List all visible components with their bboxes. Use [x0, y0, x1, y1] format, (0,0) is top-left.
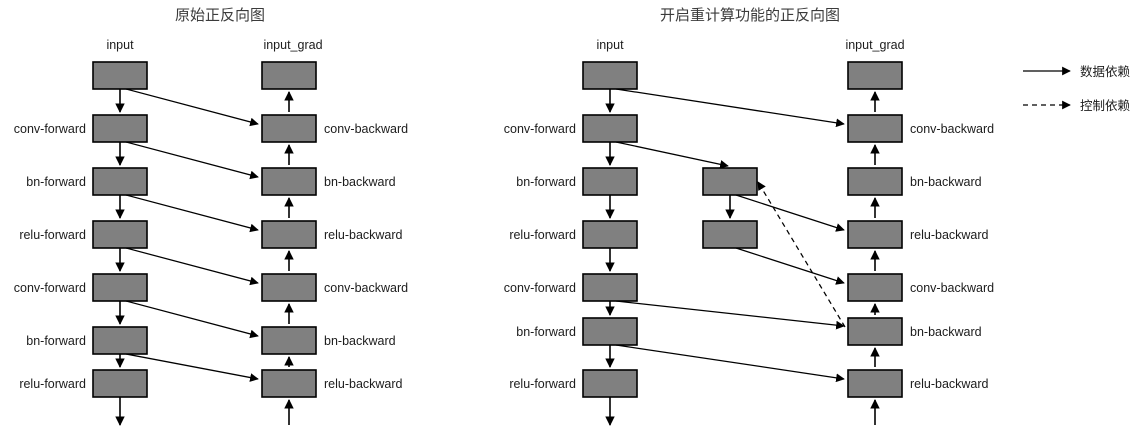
node-box[interactable]	[261, 326, 317, 355]
node-label-relu-forward: relu-forward	[509, 228, 576, 242]
node-label-relu-backward: relu-backward	[910, 228, 989, 242]
node-box[interactable]	[261, 167, 317, 196]
node-label-bn-backward: bn-backward	[324, 334, 396, 348]
node-box[interactable]	[582, 220, 638, 249]
backward-labels-original: conv-backward bn-backward relu-backward …	[324, 122, 408, 391]
node-box[interactable]	[261, 220, 317, 249]
column-header-input-recompute: input	[596, 38, 624, 52]
diagram-original: 原始正反向图 input input_grad	[14, 7, 408, 426]
recompute-nodes	[702, 167, 758, 249]
node-label-conv-backward: conv-backward	[324, 281, 408, 295]
node-label-bn-forward: bn-forward	[516, 325, 576, 339]
edge-data-dependency	[125, 88, 259, 127]
node-box[interactable]	[92, 369, 148, 398]
edge-data-dependency	[125, 194, 259, 233]
backward-nodes-recompute	[847, 61, 903, 398]
edge-data-dependency	[615, 141, 729, 169]
legend-item-control-dependency: 控制依赖	[1023, 98, 1131, 113]
node-label-conv-forward: conv-forward	[504, 281, 576, 295]
edge-control-dependency	[757, 181, 846, 328]
node-box[interactable]	[261, 61, 317, 90]
node-box[interactable]	[92, 220, 148, 249]
edge-data-dependency	[615, 344, 845, 383]
node-box[interactable]	[847, 61, 903, 90]
legend-label-data-dependency: 数据依赖	[1080, 64, 1131, 79]
node-label-bn-forward: bn-forward	[26, 334, 86, 348]
node-box[interactable]	[261, 114, 317, 143]
node-label-bn-forward: bn-forward	[26, 175, 86, 189]
legend: 数据依赖 控制依赖	[1023, 64, 1131, 113]
diagram-title-original: 原始正反向图	[175, 7, 265, 24]
column-header-input-original: input	[106, 38, 134, 52]
node-box[interactable]	[847, 317, 903, 346]
node-box-recompute[interactable]	[702, 167, 758, 196]
node-box[interactable]	[582, 114, 638, 143]
edge-data-dependency	[735, 247, 845, 285]
node-box[interactable]	[582, 317, 638, 346]
node-label-bn-backward: bn-backward	[910, 175, 982, 189]
node-box-recompute[interactable]	[702, 220, 758, 249]
node-label-bn-backward: bn-backward	[324, 175, 396, 189]
node-box[interactable]	[92, 273, 148, 302]
cross-edges-original	[125, 88, 259, 382]
node-box[interactable]	[847, 273, 903, 302]
diagram-title-recompute: 开启重计算功能的正反向图	[660, 6, 840, 24]
node-box[interactable]	[847, 220, 903, 249]
node-label-relu-forward: relu-forward	[19, 377, 86, 391]
edge-data-dependency	[615, 300, 845, 330]
node-box[interactable]	[582, 273, 638, 302]
node-label-relu-backward: relu-backward	[324, 228, 403, 242]
node-box[interactable]	[261, 369, 317, 398]
node-box[interactable]	[582, 369, 638, 398]
column-header-input-grad-original: input_grad	[263, 38, 322, 52]
node-label-bn-forward: bn-forward	[516, 175, 576, 189]
forward-nodes-original	[92, 61, 148, 398]
backward-nodes-original	[261, 61, 317, 398]
node-box[interactable]	[582, 61, 638, 90]
legend-item-data-dependency: 数据依赖	[1023, 64, 1131, 79]
node-box[interactable]	[92, 326, 148, 355]
edge-data-dependency	[125, 300, 259, 339]
node-label-relu-backward: relu-backward	[910, 377, 989, 391]
node-label-bn-backward: bn-backward	[910, 325, 982, 339]
node-box[interactable]	[847, 167, 903, 196]
node-box[interactable]	[582, 167, 638, 196]
node-box[interactable]	[261, 273, 317, 302]
node-label-relu-forward: relu-forward	[19, 228, 86, 242]
column-header-input-grad-recompute: input_grad	[845, 38, 904, 52]
node-box[interactable]	[847, 114, 903, 143]
node-label-relu-forward: relu-forward	[509, 377, 576, 391]
edge-data-dependency	[125, 141, 259, 180]
forward-labels-recompute: conv-forward bn-forward relu-forward con…	[504, 122, 576, 391]
node-box[interactable]	[847, 369, 903, 398]
node-label-conv-backward: conv-backward	[324, 122, 408, 136]
edge-data-dependency	[125, 353, 259, 382]
edge-data-dependency	[735, 194, 845, 232]
node-label-conv-forward: conv-forward	[14, 281, 86, 295]
backward-labels-recompute: conv-backward bn-backward relu-backward …	[910, 122, 994, 391]
node-label-conv-backward: conv-backward	[910, 122, 994, 136]
edge-data-dependency	[125, 247, 259, 286]
legend-label-control-dependency: 控制依赖	[1080, 98, 1131, 113]
node-label-conv-forward: conv-forward	[14, 122, 86, 136]
diagram-recompute: 开启重计算功能的正反向图 input input_grad	[504, 6, 994, 426]
cross-edges-recompute	[615, 88, 845, 383]
node-box[interactable]	[92, 167, 148, 196]
node-label-conv-forward: conv-forward	[504, 122, 576, 136]
control-edges-recompute	[757, 181, 846, 328]
node-box[interactable]	[92, 114, 148, 143]
node-label-conv-backward: conv-backward	[910, 281, 994, 295]
edge-data-dependency	[615, 88, 845, 128]
forward-labels-original: conv-forward bn-forward relu-forward con…	[14, 122, 86, 391]
node-box[interactable]	[92, 61, 148, 90]
forward-nodes-recompute	[582, 61, 638, 398]
node-label-relu-backward: relu-backward	[324, 377, 403, 391]
